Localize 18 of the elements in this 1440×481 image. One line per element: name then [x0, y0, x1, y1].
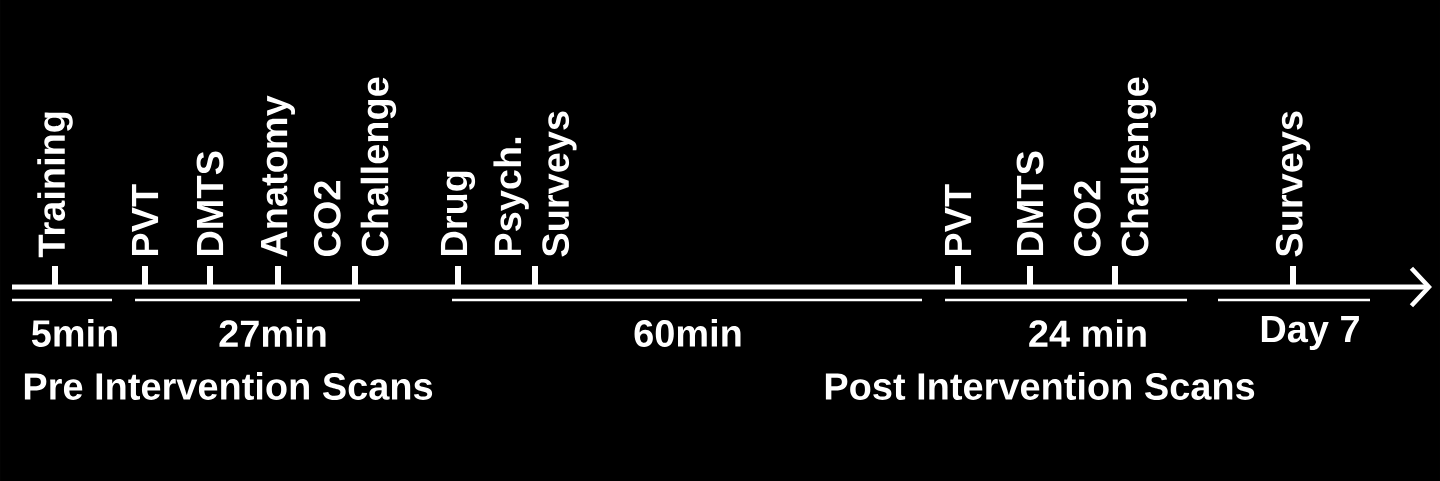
- duration-label: Day 7: [1261, 316, 1359, 350]
- event-label: Drug: [440, 171, 476, 256]
- event-label: PVT: [944, 184, 972, 256]
- event-label: Psych. Surveys: [493, 111, 577, 257]
- phase-label: Post Intervention Scans: [825, 372, 1255, 400]
- event-label: CO2 Challenge: [313, 77, 397, 257]
- event-label: CO2 Challenge: [1073, 77, 1157, 257]
- phase-label: Pre Intervention Scans: [24, 372, 433, 400]
- event-label: Surveys: [1275, 111, 1311, 257]
- duration-label: 24 min: [1029, 319, 1146, 347]
- duration-label: 27min: [219, 319, 326, 347]
- event-label: Anatomy: [261, 95, 295, 257]
- duration-label: 5min: [31, 319, 117, 347]
- duration-label: 60min: [634, 319, 741, 347]
- event-label: DMTS: [196, 151, 224, 256]
- event-label: DMTS: [1016, 151, 1044, 256]
- event-label: Training: [37, 112, 73, 258]
- event-label: PVT: [131, 184, 159, 256]
